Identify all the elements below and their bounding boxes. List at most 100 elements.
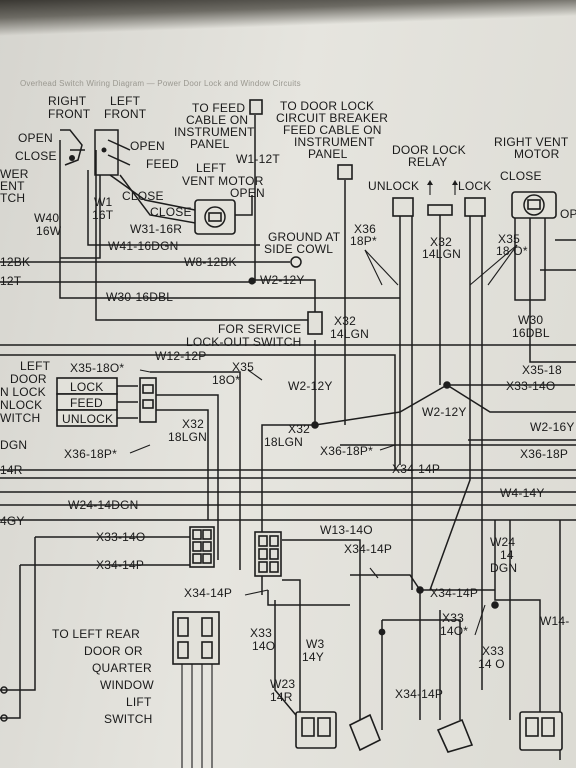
label: UNLOCK bbox=[62, 412, 113, 426]
label: FRONT bbox=[48, 107, 91, 121]
label: WITCH bbox=[0, 411, 40, 425]
label: X35-18 bbox=[522, 363, 562, 377]
label: TO FEED bbox=[192, 101, 245, 115]
faint-header: Overhead Switch Wiring Diagram — Power D… bbox=[20, 79, 301, 88]
bottom-connector-2 bbox=[348, 713, 382, 752]
leader-x34-b bbox=[369, 567, 379, 579]
junction-dots bbox=[248, 277, 499, 636]
label: CLOSE bbox=[122, 189, 164, 203]
label: FEED bbox=[70, 396, 103, 410]
label: 14 bbox=[500, 548, 514, 562]
terminal bbox=[0, 714, 8, 722]
label: W23 bbox=[270, 677, 295, 691]
label: X33-14O bbox=[506, 379, 555, 393]
label: TCH bbox=[0, 191, 25, 205]
label: CABLE ON bbox=[186, 113, 248, 127]
bottom-connector-1 bbox=[295, 711, 337, 749]
label: X34-14P bbox=[344, 542, 392, 556]
label: OPEN bbox=[18, 131, 53, 145]
wire-w1-b bbox=[60, 175, 101, 259]
wire-w3 bbox=[282, 579, 301, 720]
label: X33-14O bbox=[96, 530, 145, 544]
label: OPEN bbox=[230, 186, 265, 200]
label: X34-14P bbox=[96, 558, 144, 572]
label: 14R bbox=[270, 690, 293, 704]
label: DGN bbox=[0, 438, 27, 452]
label: 14LGN bbox=[422, 247, 461, 261]
label: W2-12Y bbox=[422, 405, 467, 419]
label: CIRCUIT BREAKER bbox=[276, 111, 388, 125]
wire-x33-m bbox=[267, 590, 350, 606]
label: LEFT bbox=[196, 161, 227, 175]
vent-switch-left-front bbox=[94, 129, 131, 176]
lock-out-switch bbox=[307, 311, 323, 335]
label: X35 bbox=[232, 360, 254, 374]
label: X32 bbox=[182, 417, 204, 431]
wire-w40 bbox=[59, 140, 400, 299]
wire-w23 bbox=[274, 600, 301, 721]
label: X34-14P bbox=[184, 586, 232, 600]
label: WER bbox=[0, 167, 29, 181]
label: W3 bbox=[306, 637, 325, 651]
vent-switch-right-front bbox=[60, 129, 85, 166]
leader-x33-r bbox=[474, 604, 486, 636]
label: TO LEFT REAR bbox=[52, 627, 140, 641]
label: MOTOR bbox=[514, 147, 560, 161]
label: W24-14DGN bbox=[68, 498, 138, 512]
label: X34-14P bbox=[430, 586, 478, 600]
wire-x35-l bbox=[150, 371, 241, 570]
bottom-connector-4 bbox=[519, 711, 563, 751]
wire-x33-r bbox=[382, 619, 461, 720]
label: RELAY bbox=[408, 155, 447, 169]
label: X36-18P* bbox=[320, 444, 373, 458]
door-lock-feed-connector bbox=[337, 164, 353, 180]
label: WINDOW bbox=[100, 678, 154, 692]
label: 14R bbox=[0, 463, 23, 477]
wire-w2-a bbox=[252, 279, 316, 315]
label: 14 O bbox=[478, 657, 505, 671]
label: X33 bbox=[442, 611, 464, 625]
label: N LOCK bbox=[0, 385, 46, 399]
label: X32 bbox=[334, 314, 356, 328]
leader-x34-c bbox=[244, 589, 269, 596]
wire-x33-drop bbox=[0, 537, 36, 691]
leader-x35-1 bbox=[469, 244, 518, 286]
label: 12T bbox=[0, 274, 22, 288]
label: SWITCH bbox=[104, 712, 153, 726]
label: 16W bbox=[36, 224, 62, 238]
label: LOCK bbox=[70, 380, 103, 394]
label: 14LGN bbox=[330, 327, 369, 341]
label: X36-18P* bbox=[64, 447, 117, 461]
label: X32 bbox=[288, 422, 310, 436]
wire-w12-12p bbox=[0, 354, 396, 470]
label: W2-16Y bbox=[530, 420, 575, 434]
junction-dot bbox=[311, 421, 319, 429]
label: W8-12BK bbox=[184, 255, 237, 269]
label: 18LGN bbox=[168, 430, 207, 444]
label: FEED bbox=[146, 157, 179, 171]
label: X36 bbox=[354, 222, 376, 236]
label: INSTRUMENT bbox=[294, 135, 375, 149]
label: X35 bbox=[498, 232, 520, 246]
label: 14Y bbox=[302, 650, 324, 664]
wire-x34-j bbox=[350, 574, 495, 591]
label: W30-16DBL bbox=[106, 290, 173, 304]
label: CLOSE bbox=[500, 169, 542, 183]
label: SIDE COWL bbox=[264, 242, 333, 256]
label: X34-14P bbox=[392, 462, 440, 476]
label: W1 bbox=[94, 195, 113, 209]
label: FEED CABLE ON bbox=[283, 123, 382, 137]
label: W2-12Y bbox=[260, 273, 305, 287]
label: DOOR OR bbox=[84, 644, 143, 658]
label: FRONT bbox=[104, 107, 147, 121]
wire-vent-open bbox=[235, 195, 253, 216]
label: UNLOCK bbox=[368, 179, 419, 193]
label: NLOCK bbox=[0, 398, 42, 412]
wires bbox=[0, 115, 576, 768]
label: 16T bbox=[92, 208, 114, 222]
label: X36-18P bbox=[520, 447, 568, 461]
feed-cable-connector bbox=[249, 99, 263, 115]
junction-dot bbox=[491, 601, 499, 609]
label: DGN bbox=[490, 561, 517, 575]
